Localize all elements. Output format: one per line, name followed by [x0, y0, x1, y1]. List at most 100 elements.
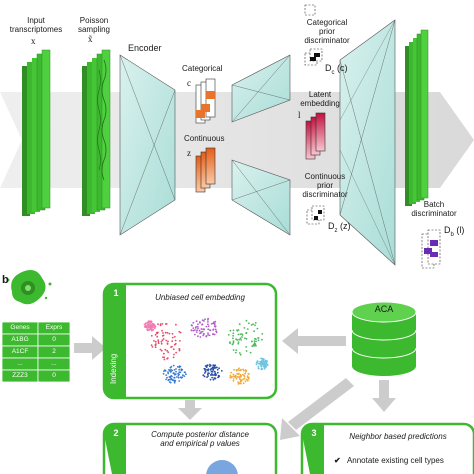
poisson-label: Poisson sampling — [70, 16, 118, 34]
scatter-point — [207, 334, 210, 336]
scatter-point — [235, 378, 238, 380]
scatter-point — [254, 344, 257, 347]
table-cell: 0 — [52, 336, 56, 343]
scatter-point — [213, 374, 216, 376]
scatter-point — [265, 361, 268, 363]
panel-b-letter: b — [2, 274, 9, 286]
scatter-point — [214, 325, 217, 327]
scatter-point — [261, 333, 264, 335]
scatter-point — [251, 340, 253, 343]
scatter-point — [234, 376, 237, 378]
scatter-point — [254, 324, 256, 327]
gene-expression-table — [1, 321, 71, 383]
latent-line1: Latent — [308, 90, 332, 99]
db-letter: D — [444, 225, 451, 235]
scatter-point — [196, 329, 198, 332]
scatter-point — [245, 378, 248, 381]
scatter-point — [232, 341, 235, 344]
arrow-table-to-indexing — [74, 336, 106, 360]
scatter-point — [161, 329, 163, 332]
scatter-point — [237, 341, 240, 343]
reconstruction-bars — [405, 29, 429, 206]
db-arg: (l) — [456, 225, 465, 235]
scatter-point — [202, 374, 205, 377]
scatter-point — [178, 368, 181, 371]
poisson-label-line1: Poisson — [79, 16, 109, 25]
scatter-point — [207, 369, 210, 372]
scatter-point — [232, 332, 235, 335]
panel3-title: Neighbor based predictions — [349, 432, 447, 441]
scatter-point — [238, 352, 241, 354]
scatter-point — [175, 368, 177, 370]
scatter-point — [151, 322, 154, 325]
scatter-point — [150, 344, 153, 346]
scatter-point — [255, 363, 258, 366]
scatter-point — [200, 328, 203, 330]
scatter-point — [178, 330, 181, 333]
scatter-point — [166, 357, 169, 359]
scatter-point — [209, 329, 212, 332]
scatter-point — [257, 337, 259, 339]
scatter-point — [204, 370, 207, 373]
scatter-point — [245, 331, 248, 334]
scatter-point — [166, 342, 169, 345]
scatter-point — [229, 374, 232, 377]
scatter-point — [248, 373, 250, 375]
batch-line2: discriminator — [411, 209, 457, 218]
scatter-point — [192, 321, 195, 324]
scatter-point — [229, 377, 232, 379]
scatter-point — [264, 362, 267, 365]
scatter-point — [149, 323, 151, 325]
scatter-point — [203, 375, 206, 378]
scatter-point — [211, 376, 214, 379]
scatter-point — [147, 328, 150, 331]
scatter-point — [175, 323, 177, 326]
scatter-point — [211, 374, 214, 376]
cont-prior-label: Continuous prior discriminator — [294, 172, 356, 199]
dz-letter: D — [328, 221, 335, 231]
scatter-point — [201, 330, 204, 333]
scatter-point — [240, 368, 242, 371]
dc-label: Dc (c) — [325, 64, 348, 78]
check-icon: ✔ — [334, 456, 341, 465]
scatter-point — [234, 374, 237, 377]
scatter-point — [147, 324, 150, 326]
scatter-point — [197, 327, 199, 330]
scatter-point — [217, 376, 219, 379]
categorical-var: c — [187, 78, 191, 88]
scatter-point — [170, 346, 172, 348]
scatter-point — [260, 365, 263, 368]
scatter-point — [149, 328, 152, 331]
scatter-point — [163, 352, 165, 355]
scatter-point — [167, 371, 169, 374]
scatter-point — [157, 340, 160, 343]
scatter-point — [171, 332, 174, 335]
dz-label: Dz (z) — [328, 222, 351, 236]
scatter-point — [203, 372, 206, 374]
scatter-point — [246, 328, 249, 330]
scatter-point — [171, 369, 174, 372]
dc-arg: (c) — [337, 63, 348, 73]
scatter-point — [178, 348, 181, 351]
scatter-point — [153, 340, 155, 342]
scatter-point — [165, 339, 168, 342]
scatter-point — [145, 326, 148, 329]
input-label-line2: transcriptomes — [9, 25, 63, 34]
scatter-point — [180, 368, 183, 370]
scatter-point — [161, 323, 164, 325]
scatter-point — [245, 350, 248, 352]
panel2-title-line2: and empirical p values — [160, 439, 240, 448]
scatter-point — [168, 368, 170, 371]
scatter-point — [162, 372, 165, 375]
arrow-db-to-panel3 — [372, 380, 396, 412]
scatter-point — [160, 342, 163, 345]
scatter-point — [177, 372, 180, 375]
cat-prior-line2: prior — [318, 27, 335, 36]
scatter-point — [232, 340, 235, 343]
scatter-point — [173, 343, 176, 346]
scatter-point — [203, 320, 205, 322]
scatter-point — [207, 372, 210, 374]
scatter-point — [169, 366, 172, 369]
scatter-point — [254, 337, 256, 340]
scatter-point — [232, 373, 235, 376]
